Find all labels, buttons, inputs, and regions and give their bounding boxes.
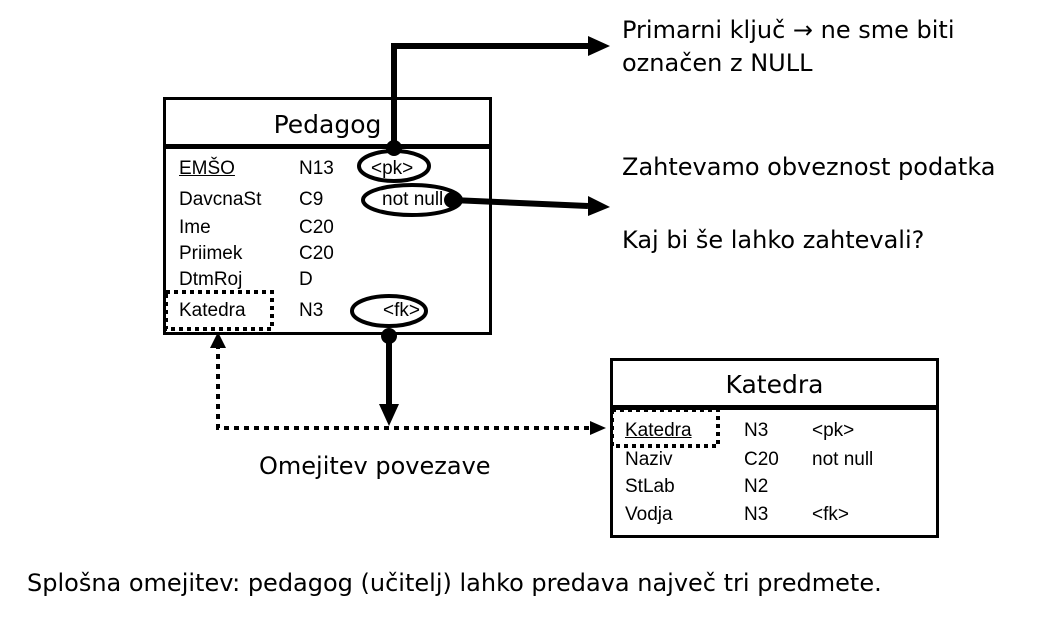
katedra-attr-constraint: not null xyxy=(812,449,874,470)
entity-pedagog-separator xyxy=(166,144,489,149)
entity-katedra-separator xyxy=(613,405,936,410)
katedra-attr-name: Naziv xyxy=(625,449,673,470)
pedagog-attr-type: N3 xyxy=(299,300,324,321)
pk-callout-arrowhead xyxy=(588,36,610,56)
pedagog-attr-type: C9 xyxy=(299,189,324,210)
katedra-attr-name: Vodja xyxy=(625,504,673,525)
relationship-note: Omejitev povezave xyxy=(259,452,491,480)
notnull-callout-arrowhead xyxy=(588,196,610,216)
pedagog-attr-name: DavcnaSt xyxy=(179,189,262,210)
notnull-callout-line xyxy=(451,197,589,209)
katedra-attr-type: C20 xyxy=(744,449,779,470)
notnull-connector-dot xyxy=(444,192,460,208)
pedagog-attr-name: DtmRoj xyxy=(179,269,243,290)
general-constraint-note: Splošna omejitev: pedagog (učitelj) lahk… xyxy=(27,569,882,597)
pedagog-attr-name: Ime xyxy=(179,217,211,238)
fk-highlight-ellipse xyxy=(350,294,428,328)
pedagog-katedra-dotted-box xyxy=(164,290,274,331)
katedra-pk-dotted-box xyxy=(610,408,720,448)
katedra-attr-type: N2 xyxy=(744,476,769,497)
pedagog-attr-name: Katedra xyxy=(179,300,246,321)
katedra-attr-type: N3 xyxy=(744,420,769,441)
pedagog-attr-constraint: <pk> xyxy=(371,158,414,179)
pedagog-attr-constraint: <fk> xyxy=(383,300,420,321)
katedra-attr-constraint: <pk> xyxy=(812,420,855,441)
katedra-attr-constraint: <fk> xyxy=(812,504,849,525)
katedra-attr-name: Katedra xyxy=(625,420,692,441)
relationship-arrowhead-up xyxy=(210,332,226,348)
relationship-dotted-line xyxy=(216,344,590,430)
question-note: Kaj bi še lahko zahtevali? xyxy=(622,226,925,254)
pedagog-attr-constraint: not null xyxy=(382,189,444,210)
pedagog-attr-type: C20 xyxy=(299,217,334,238)
entity-pedagog: Pedagog EMŠO N13 <pk> DavcnaSt C9 not nu… xyxy=(163,97,492,335)
relationship-arrowhead-right xyxy=(590,421,606,435)
katedra-attr-type: N3 xyxy=(744,504,769,525)
pk-note-line2: označen z NULL xyxy=(622,49,813,77)
pedagog-attr-type: D xyxy=(299,269,313,290)
entity-pedagog-title: Pedagog xyxy=(273,110,382,139)
entity-katedra-title: Katedra xyxy=(725,370,824,399)
pk-note-line1: Primarni ključ → ne sme biti xyxy=(622,16,955,44)
pedagog-attr-type: N13 xyxy=(299,158,334,179)
pedagog-attr-name: EMŠO xyxy=(179,158,235,179)
pk-callout-line xyxy=(391,43,588,153)
fk-callout-arrowhead xyxy=(379,404,399,426)
katedra-attr-name: StLab xyxy=(625,476,675,497)
required-note: Zahtevamo obveznost podatka xyxy=(622,153,996,181)
pk-connector-dot xyxy=(386,140,402,156)
fk-connector-dot xyxy=(381,328,397,344)
pedagog-attr-name: Priimek xyxy=(179,243,243,264)
pedagog-attr-type: C20 xyxy=(299,243,334,264)
pk-note: Primarni ključ → ne sme biti označen z N… xyxy=(622,14,955,80)
